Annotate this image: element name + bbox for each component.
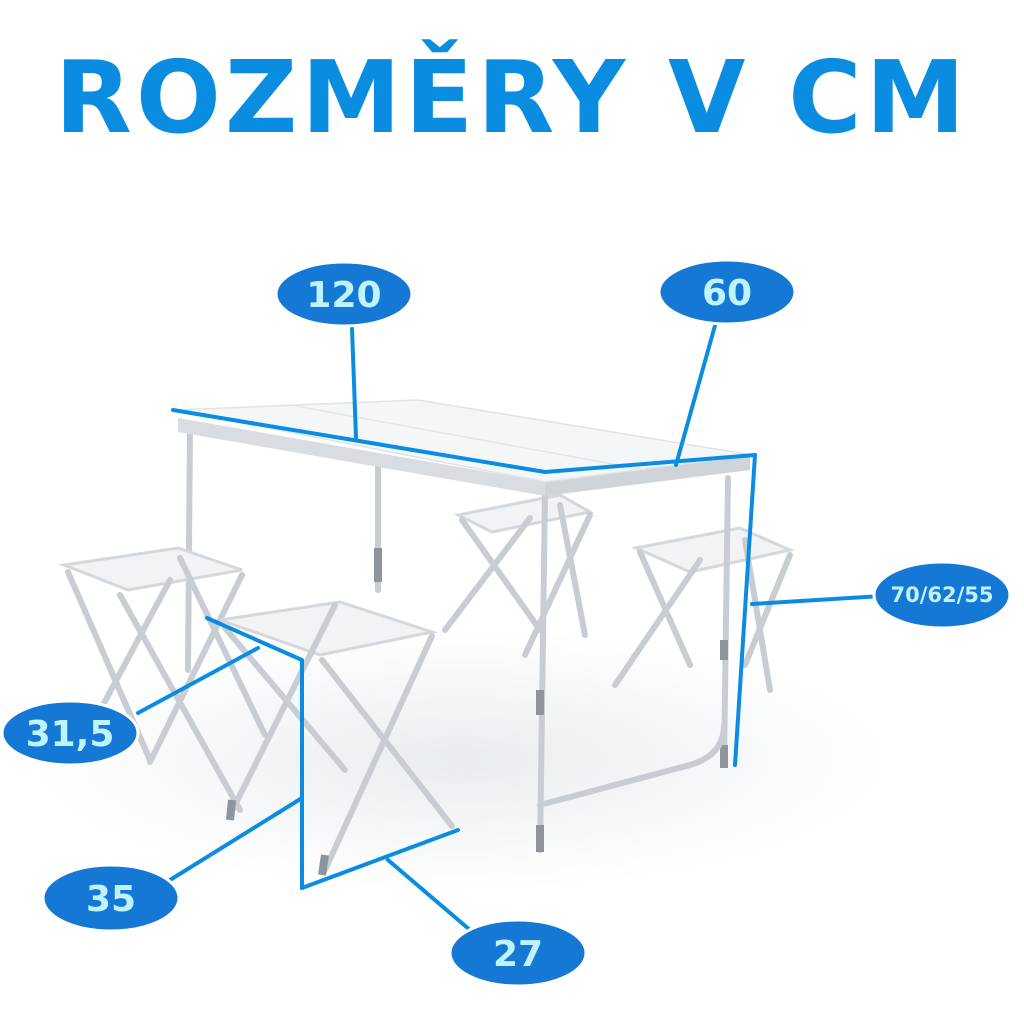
table-width-value: 60 bbox=[702, 273, 752, 314]
front-stool bbox=[219, 600, 455, 876]
stool-seat-length-value: 31,5 bbox=[26, 714, 115, 755]
stool-seat-length-edge bbox=[205, 616, 304, 890]
table-length-value: 120 bbox=[306, 275, 381, 316]
stool-height-value: 35 bbox=[86, 879, 136, 920]
stool-height-leader bbox=[168, 796, 304, 882]
table-height-value: 70/62/55 bbox=[890, 583, 993, 607]
table-width-edge bbox=[543, 453, 757, 474]
table-length-edge bbox=[171, 408, 547, 474]
stool-seat-length-leader bbox=[136, 646, 260, 715]
table-height-edge bbox=[733, 453, 757, 767]
folding-table bbox=[174, 399, 753, 853]
table-height-leader bbox=[750, 594, 884, 606]
table-width-leader bbox=[674, 320, 718, 467]
label-table-length: 120 bbox=[274, 260, 414, 328]
dimension-lines bbox=[136, 320, 884, 932]
label-stool-seat-width: 27 bbox=[448, 918, 588, 988]
label-stool-seat-length: 31,5 bbox=[0, 699, 140, 767]
label-stool-height: 35 bbox=[41, 863, 181, 933]
label-table-height: 70/62/55 bbox=[872, 560, 1012, 630]
label-table-width: 60 bbox=[657, 258, 797, 326]
stool-seat-width-value: 27 bbox=[493, 934, 543, 975]
table-length-leader bbox=[350, 326, 358, 440]
page-title: ROZMĚRY V CM bbox=[54, 39, 970, 156]
stool-seat-width-edge bbox=[300, 828, 460, 890]
back-stool bbox=[442, 493, 595, 658]
stool-seat-width-leader bbox=[386, 858, 472, 932]
